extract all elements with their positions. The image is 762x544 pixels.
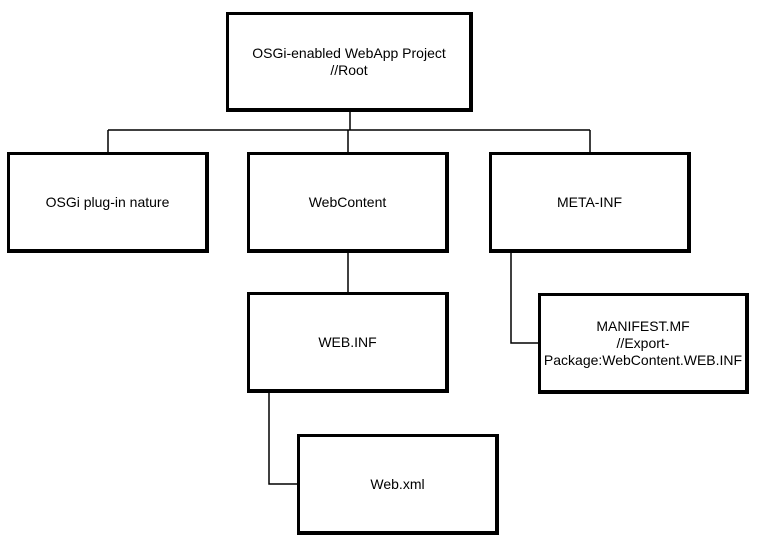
node-webinf-label: WEB.INF	[318, 333, 377, 350]
node-manifest-comment: //Export-	[616, 334, 670, 351]
connector-webinf-webxml	[268, 393, 297, 485]
node-meta-inf: META-INF	[489, 152, 691, 253]
node-webcontent: WebContent	[247, 152, 449, 253]
node-osgi-label: OSGi plug-in nature	[45, 193, 170, 210]
node-osgi-plugin-nature: OSGi plug-in nature	[7, 152, 209, 253]
node-web-inf: WEB.INF	[247, 292, 449, 393]
node-manifest-title: MANIFEST.MF	[596, 317, 690, 334]
node-root-comment: //Root	[330, 61, 368, 78]
node-manifest-package: Package:WebContent.WEB.INF	[543, 351, 743, 368]
node-webxml-label: Web.xml	[370, 475, 425, 492]
node-manifest: MANIFEST.MF //Export- Package:WebContent…	[538, 293, 749, 394]
node-metainf-label: META-INF	[556, 193, 623, 210]
connector-metainf-manifest	[510, 253, 538, 344]
node-web-xml: Web.xml	[297, 434, 499, 535]
node-root-title: OSGi-enabled WebApp Project	[252, 44, 446, 61]
node-root-project: OSGi-enabled WebApp Project //Root	[226, 12, 473, 112]
node-webcontent-label: WebContent	[308, 193, 387, 210]
